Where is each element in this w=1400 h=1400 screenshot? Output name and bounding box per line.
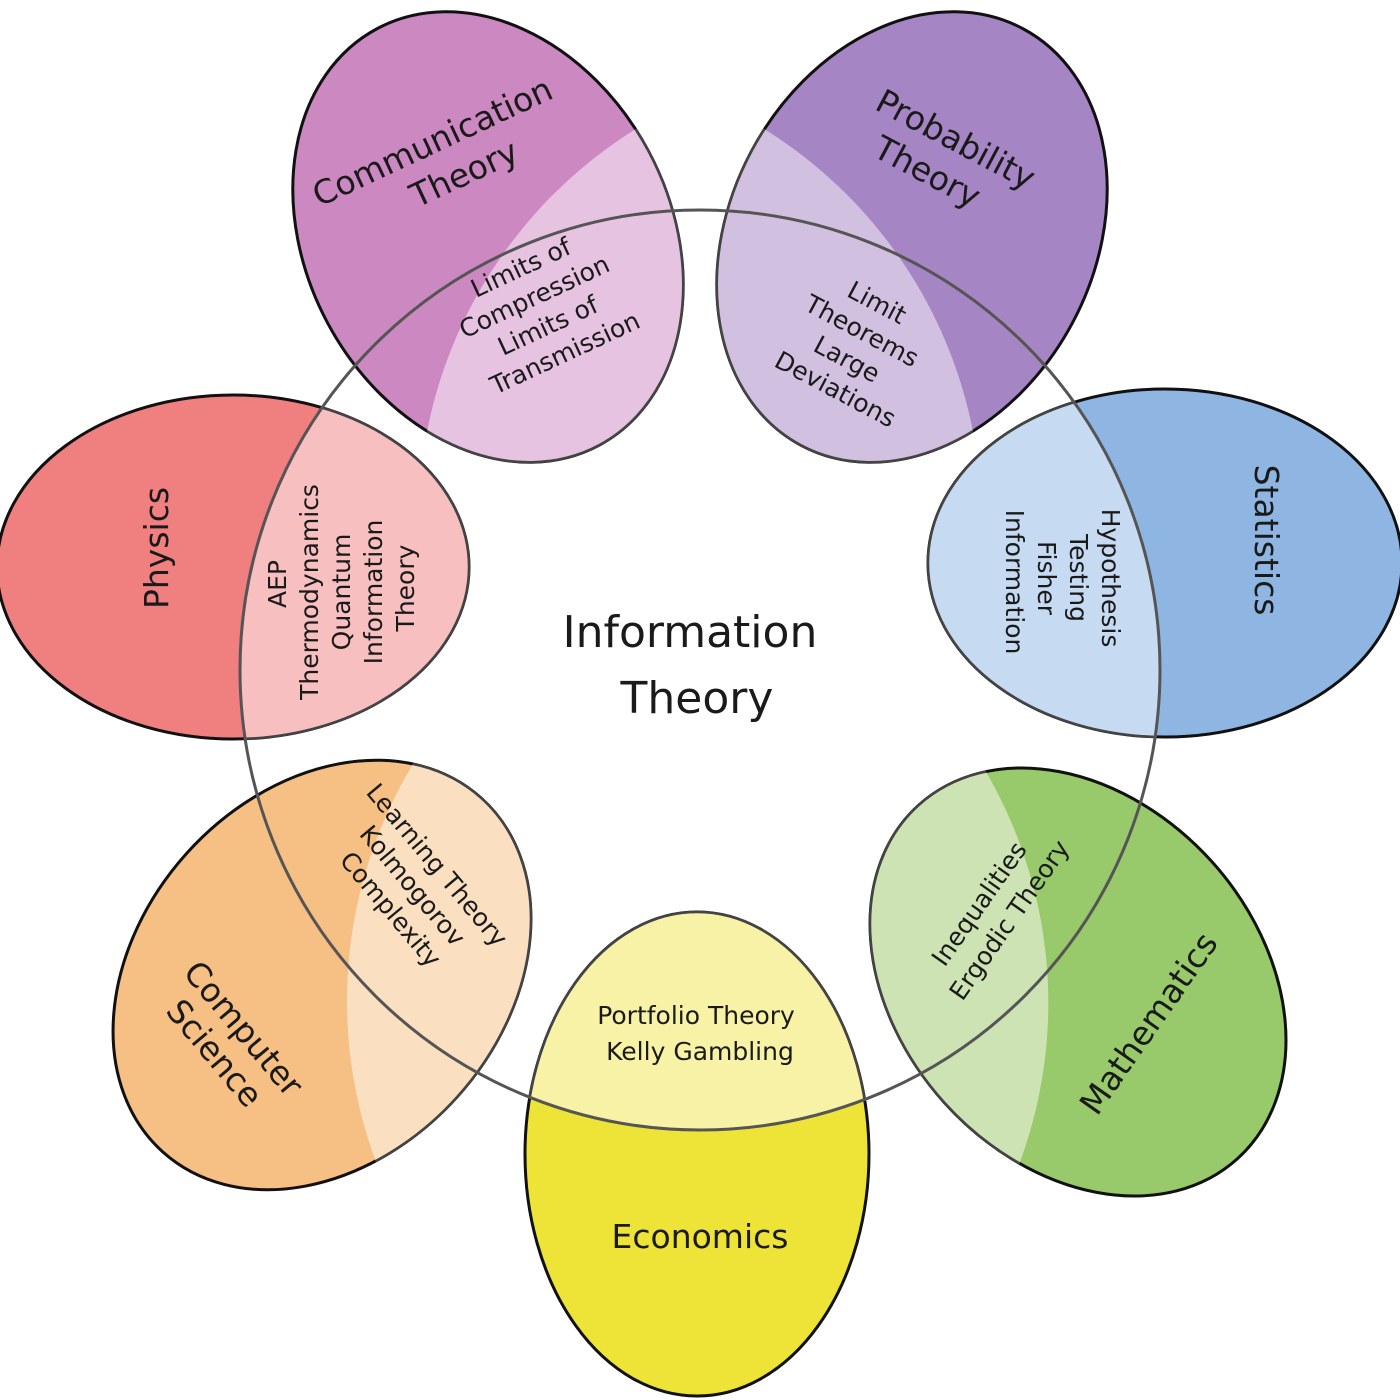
economics-title: Economics xyxy=(612,1217,789,1256)
statistics-title: Statistics xyxy=(1247,465,1286,616)
mathematics-ellipse xyxy=(868,766,1288,1198)
physics-title: Physics xyxy=(137,487,176,609)
petal-economics xyxy=(523,910,871,1398)
economics-overlap xyxy=(523,910,871,1130)
petal-statistics xyxy=(926,387,1400,739)
petal-communication-theory xyxy=(291,10,685,464)
petal-physics xyxy=(0,393,471,741)
center-title: Information Theory xyxy=(563,607,832,724)
petal-mathematics xyxy=(868,766,1288,1198)
statistics-overlap xyxy=(926,387,1160,739)
physics-overlap-text: AEP Thermodynamics Quantum Information T… xyxy=(263,476,420,701)
center-title-line-1: Information xyxy=(563,607,818,658)
center-title-line-2: Theory xyxy=(620,673,774,724)
physics-overlap xyxy=(240,393,471,741)
petal-probability-theory xyxy=(715,10,1109,464)
petal-computer-science xyxy=(111,758,533,1192)
information-theory-circle xyxy=(238,208,1162,1132)
economics-overlap-text: Portfolio Theory Kelly Gambling xyxy=(597,1001,803,1066)
statistics-overlap-text: Hypothesis Testing Fisher Information xyxy=(1000,509,1125,656)
